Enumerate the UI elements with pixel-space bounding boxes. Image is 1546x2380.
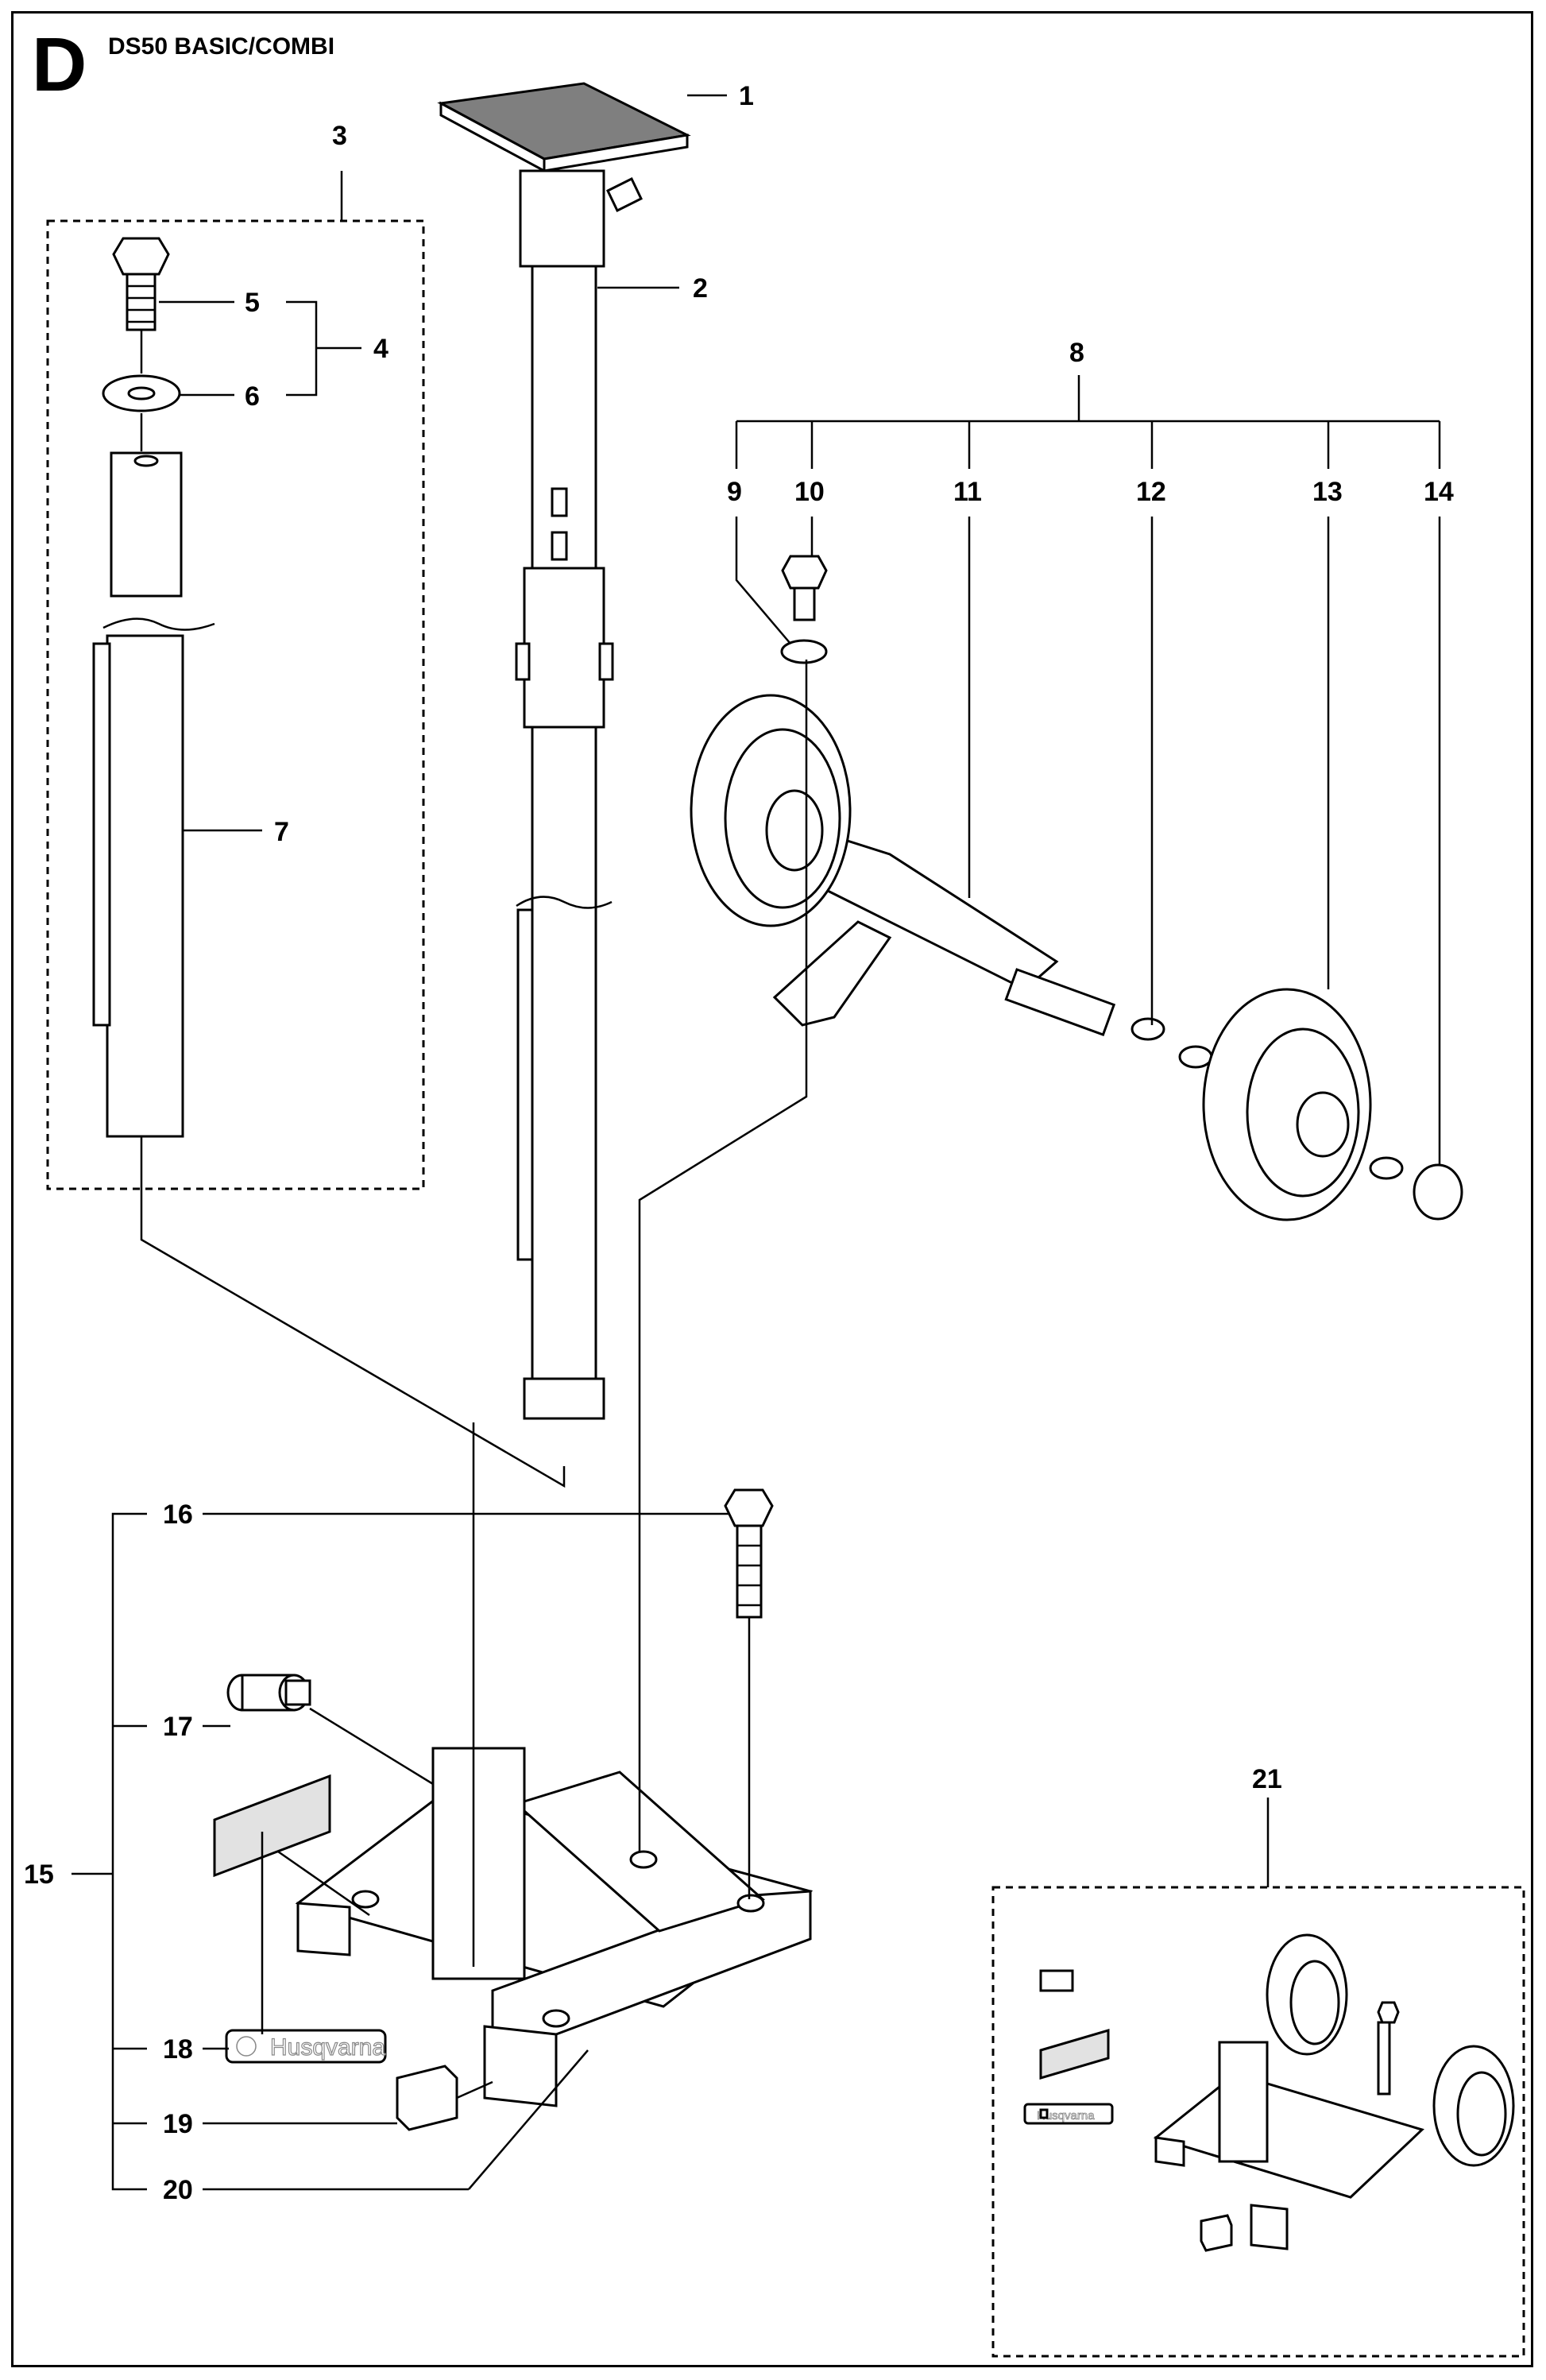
callout-16: 16 (163, 1500, 193, 1530)
callout-19: 19 (163, 2109, 193, 2139)
callout-7: 7 (274, 817, 289, 847)
part-10-bolt (781, 555, 828, 621)
callout-12: 12 (1136, 477, 1166, 507)
label-plate-blank (213, 1774, 331, 1878)
wheel-left (690, 694, 852, 927)
part-5-bolt (112, 237, 170, 331)
callout-17: 17 (163, 1712, 193, 1742)
callout-11: 11 (953, 477, 982, 507)
callout-2: 2 (693, 273, 708, 304)
husqvarna-logo: Husqvarna (270, 2034, 385, 2061)
part-19-plug (396, 2065, 458, 2131)
group-3-boundary (46, 219, 425, 1190)
callout-3: 3 (332, 121, 347, 151)
callout-14: 14 (1424, 477, 1454, 507)
callout-20: 20 (163, 2175, 193, 2205)
part-18-label: Husqvarna (225, 2029, 387, 2064)
callout-9: 9 (727, 477, 742, 507)
callout-labels: 1 2 3 4 5 6 7 8 9 10 11 12 13 14 15 16 1… (24, 81, 1454, 2205)
callout-8: 8 (1069, 338, 1084, 368)
combi-assembly-thumbnail: Husqvarna (1023, 1933, 1515, 2252)
part-1-top-plate (437, 82, 691, 173)
callout-18: 18 (163, 2034, 193, 2065)
diagram-frame (11, 11, 1533, 2367)
callout-6: 6 (245, 381, 260, 412)
callout-21: 21 (1252, 1764, 1282, 1794)
part-6-washer (102, 374, 181, 412)
part-7-rack (92, 451, 215, 1138)
part-14-cap (1413, 1163, 1463, 1221)
callout-15: 15 (24, 1859, 54, 1890)
part-11-axle-frame (772, 825, 1116, 1036)
callout-10: 10 (794, 477, 825, 507)
callout-4: 4 (373, 334, 388, 364)
part-16-bolt (724, 1488, 774, 1619)
callout-1: 1 (739, 81, 754, 111)
svg-text:Husqvarna: Husqvarna (1037, 2109, 1095, 2123)
group-21-boundary (991, 1886, 1525, 2358)
part-9-washer (780, 639, 828, 664)
base-frame (295, 1747, 814, 2107)
callout-13: 13 (1312, 477, 1343, 507)
part-2-column (515, 169, 643, 1420)
section-letter: D (32, 22, 87, 107)
part-13-wheel (1202, 988, 1372, 1221)
part-17-spigot (226, 1674, 311, 1712)
callout-5: 5 (245, 288, 260, 318)
part-12-washer (1131, 1017, 1165, 1041)
callout-leaders (72, 94, 1441, 2191)
model-title: DS50 BASIC/COMBI (108, 33, 335, 60)
